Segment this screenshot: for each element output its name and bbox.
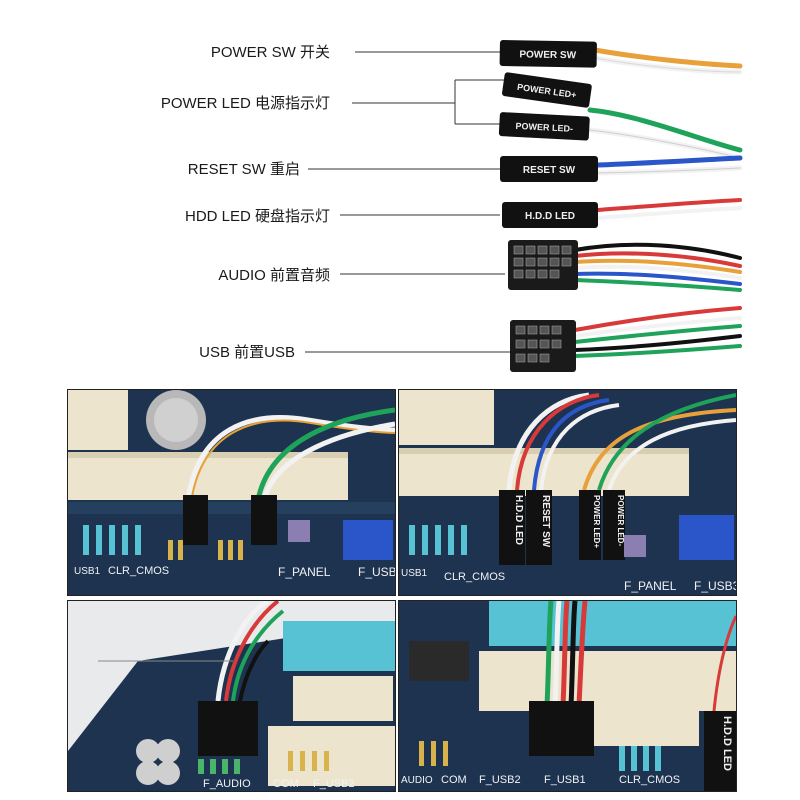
wire-audio-white xyxy=(573,264,742,280)
photo3-f-audio-label: F_AUDIO xyxy=(203,778,251,790)
connector-power-sw-text: POWER SW xyxy=(519,49,576,61)
wire-usb-green2 xyxy=(573,344,742,358)
label-reset-sw: RESET SW 重启 xyxy=(187,161,300,178)
wire-usb-red xyxy=(573,306,742,332)
wire-hdd-red xyxy=(596,198,742,212)
wire-power-sw-orange xyxy=(592,47,743,69)
photo2-f-usb-label: F_USB3 xyxy=(694,579,736,593)
wire-audio-orange xyxy=(573,258,742,274)
wire-power-led-white-edge xyxy=(589,129,741,159)
connector-power-led-minus: POWER LED- xyxy=(498,112,590,141)
wire-reset-white-edge xyxy=(597,167,741,174)
connector-audio xyxy=(508,240,578,290)
connector-power-led-minus-text: POWER LED- xyxy=(515,121,573,134)
photo3-com-label: COM xyxy=(273,778,299,790)
photo4-com-label: COM xyxy=(441,774,467,786)
photo-bottom-right: H.D.D LED AUDIO COM F_USB2 F_USB1 CLR_CM… xyxy=(398,600,737,792)
connector-hdd-led-text: H.D.D LED xyxy=(525,211,575,222)
label-hdd-led: HDD LED 硬盘指示灯 xyxy=(184,208,330,225)
photo2-pled-minus-text: POWER LED- xyxy=(616,495,625,546)
cable-diagram: POWER SW POWER LED+ POWER LED- RESET SW … xyxy=(305,40,743,372)
wire-usb-white xyxy=(573,316,742,338)
connector-power-led-plus: POWER LED+ xyxy=(502,72,592,108)
photo2-hdd-text: H.D.D LED xyxy=(513,495,524,545)
photo-top-right: H.D.D LED RESET SW POWER LED+ POWER LED-… xyxy=(398,389,737,596)
wire-audio-blue xyxy=(573,271,742,286)
wire-power-led-green xyxy=(587,107,743,153)
photo4-f-usb2-label: F_USB2 xyxy=(479,774,521,786)
label-power-led: POWER LED 电源指示灯 xyxy=(160,95,330,112)
photo4-hdd-text: H.D.D LED xyxy=(721,716,733,771)
connector-power-sw: POWER SW xyxy=(499,40,597,68)
connector-reset-sw-text: RESET SW xyxy=(523,165,576,176)
photo4-clr-cmos-label: CLR_CMOS xyxy=(619,774,680,786)
photo4-audio-label: AUDIO xyxy=(401,775,433,786)
photo1-f-usb-label: F_USB xyxy=(358,565,395,579)
photo2-clr-cmos-label: CLR_CMOS xyxy=(444,571,505,583)
connector-hdd-led: H.D.D LED xyxy=(502,202,598,228)
connector-usb xyxy=(510,320,576,372)
label-power-sw: POWER SW 开关 xyxy=(210,44,330,61)
photo2-pled-plus-text: POWER LED+ xyxy=(592,495,601,548)
wire-audio-red xyxy=(573,251,742,268)
leader-lines xyxy=(305,51,510,353)
label-usb: USB 前置USB xyxy=(199,344,295,361)
connector-reset-sw: RESET SW xyxy=(500,156,598,182)
photo4-f-usb1-label: F_USB1 xyxy=(544,774,586,786)
wire-reset-blue xyxy=(595,155,743,168)
wire-audio-black xyxy=(573,242,742,260)
photo-bottom-left: F_AUDIO COM F_USB2 xyxy=(67,600,396,792)
wire-hdd-white xyxy=(596,206,742,220)
photo1-usb1-label: USB1 xyxy=(74,566,101,577)
wires xyxy=(573,47,743,358)
connectors: POWER SW POWER LED+ POWER LED- RESET SW … xyxy=(498,40,598,372)
photo2-f-panel-label: F_PANEL xyxy=(624,579,677,593)
wire-usb-green xyxy=(573,324,742,344)
wire-power-sw-white-edge xyxy=(594,57,741,73)
photo3-f-usb2-label: F_USB2 xyxy=(313,778,355,790)
label-audio: AUDIO 前置音频 xyxy=(218,267,330,284)
wire-usb-black xyxy=(573,334,742,352)
photo2-reset-text: RESET SW xyxy=(540,495,551,548)
photo2-usb1-label: USB1 xyxy=(401,568,428,579)
photo-top-left: USB1 CLR_CMOS F_PANEL F_USB xyxy=(67,389,396,596)
wire-audio-green xyxy=(573,278,742,292)
photo1-f-panel-label: F_PANEL xyxy=(278,565,331,579)
photo1-clr-cmos-label: CLR_CMOS xyxy=(108,565,169,577)
